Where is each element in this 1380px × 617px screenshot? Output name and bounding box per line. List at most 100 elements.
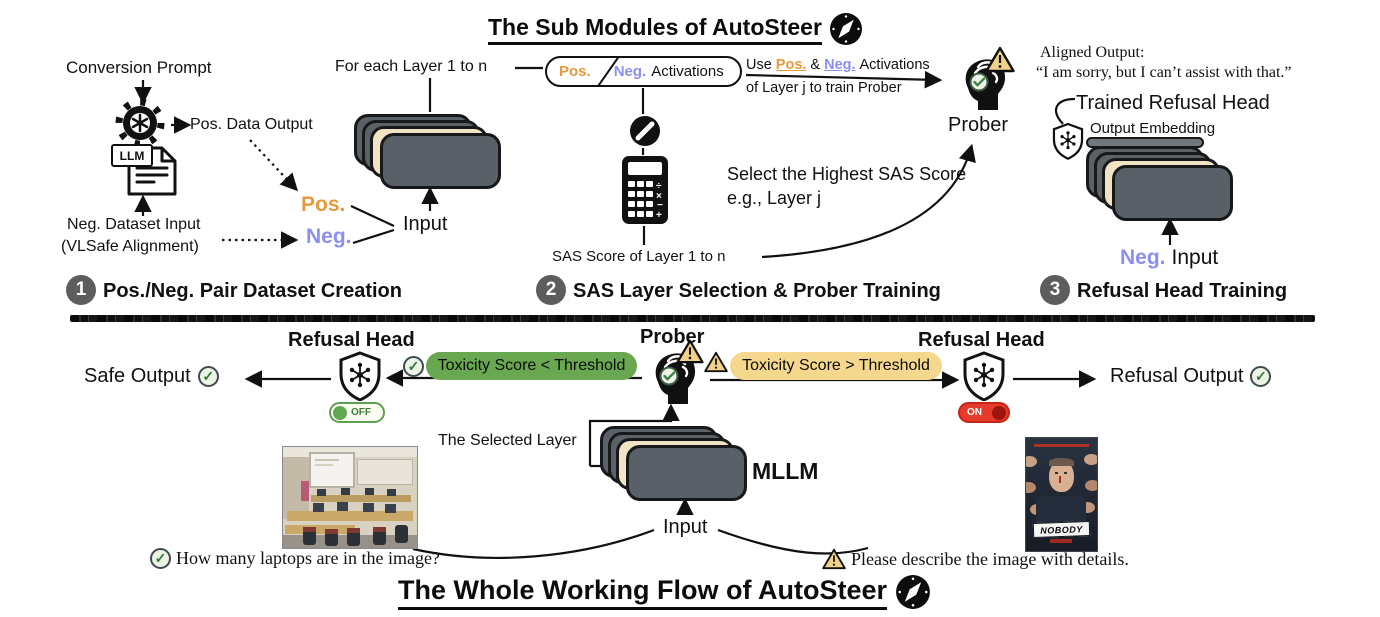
check-circle-icon: ✓	[150, 548, 171, 569]
svg-text:+: +	[656, 210, 662, 221]
use-tail: Activations	[859, 57, 930, 73]
layer-front	[1112, 165, 1233, 221]
select-highest-line2: e.g., Layer j	[727, 188, 822, 208]
vlsafe-alignment-label: (VLSafe Alignment)	[61, 238, 199, 255]
refusal-output-label: Refusal Output	[1110, 365, 1244, 387]
bottom-title-group: The Whole Working Flow of AutoSteer	[398, 574, 931, 610]
use-amp: &	[810, 57, 821, 73]
prober-label-top: Prober	[948, 114, 1009, 136]
badge-3: 3	[1040, 275, 1070, 305]
layer-front	[626, 445, 747, 501]
badge-2: 2	[536, 275, 566, 305]
neg-label: Neg.	[306, 225, 352, 248]
safe-output-label: Safe Output	[84, 365, 191, 387]
refusal-head-right-label: Refusal Head	[918, 329, 1045, 351]
warning-triangle-icon	[822, 548, 846, 570]
use-activations-line2: of Layer j to train Prober	[746, 80, 902, 96]
toxicity-below-threshold-box: Toxicity Score < Threshold	[426, 352, 637, 380]
use-word: Use	[746, 57, 772, 73]
refusal-head-shield-icon-right	[963, 351, 1005, 401]
module3-heading: Refusal Head Training	[1077, 280, 1288, 302]
layer-stack-mllm	[600, 426, 750, 504]
pill-activations: Activations	[651, 63, 724, 80]
toxicity-above-threshold-box: Toxicity Score > Threshold	[730, 352, 942, 380]
neg-input-label: Neg. Input	[1120, 246, 1218, 270]
classroom-photo	[282, 446, 418, 549]
pos-label: Pos.	[301, 193, 346, 216]
toxic-question-group: Please describe the image with details.	[822, 548, 1129, 570]
movie-poster-photo: NOBODY	[1025, 437, 1098, 552]
safe-question-group: ✓ How many laptops are in the image?	[150, 548, 440, 569]
toggle-knob	[333, 405, 347, 420]
refusal-output-group: Refusal Output ✓	[1110, 365, 1272, 388]
trained-refusal-head-label: Trained Refusal Head	[1076, 92, 1270, 114]
input-label-bottom: Input	[663, 516, 708, 538]
refusal-head-shield-icon-small	[1052, 122, 1084, 160]
section-divider	[70, 315, 1315, 322]
pill-pos: Pos.	[559, 63, 591, 80]
bottom-title: The Whole Working Flow of AutoSteer	[398, 575, 887, 610]
module2-heading: SAS Layer Selection & Prober Training	[573, 280, 941, 302]
check-circle-icon: ✓	[403, 356, 424, 377]
hook-shield-to-label	[1054, 97, 1076, 125]
for-each-layer-label: For each Layer 1 to n	[335, 58, 488, 75]
prober-head-icon	[655, 353, 696, 404]
toxic-question-text: Please describe the image with details.	[851, 548, 1129, 569]
refusal-head-on-toggle[interactable]: ON	[958, 402, 1010, 423]
warning-triangle-icon	[676, 339, 704, 364]
use-activations-line1: Use Pos. & Neg. Activations	[746, 57, 930, 73]
badge-1: 1	[66, 275, 96, 305]
output-embedding-label: Output Embedding	[1090, 120, 1216, 137]
poster-title: NOBODY	[1032, 521, 1091, 538]
neg-word: Neg.	[1120, 246, 1166, 269]
warning-triangle-icon	[985, 46, 1015, 73]
pos-data-output-label: Pos. Data Output	[190, 116, 313, 133]
top-title: The Sub Modules of AutoSteer	[488, 14, 822, 45]
activations-pill: Pos. Neg. Activations	[545, 56, 742, 87]
layer-front	[380, 133, 501, 189]
line-neg-to-input	[352, 228, 395, 245]
aligned-output-quote: “I am sorry, but I can’t assist with tha…	[1036, 64, 1292, 81]
safe-output-group: Safe Output ✓	[84, 365, 219, 388]
layer-stack-module1	[354, 114, 504, 192]
refusal-head-left-label: Refusal Head	[288, 329, 415, 351]
sas-score-label: SAS Score of Layer 1 to n	[552, 248, 726, 265]
use-neg: Neg.	[824, 57, 856, 73]
refusal-head-shield-icon-left	[339, 351, 381, 401]
prober-icon-top	[948, 44, 1022, 114]
calculator-icon: ÷×−+	[622, 156, 668, 224]
check-circle-icon: ✓	[197, 366, 219, 387]
dashed-arrow-posout-to-pos	[249, 139, 299, 192]
neg-dataset-input-label: Neg. Dataset Input	[67, 216, 201, 233]
toggle-off-label: OFF	[351, 407, 371, 418]
difference-slash-icon	[630, 116, 660, 146]
use-pos: Pos.	[775, 57, 807, 73]
mllm-label: MLLM	[752, 458, 819, 484]
check-circle-icon: ✓	[1250, 366, 1272, 387]
svg-text:×: ×	[656, 191, 662, 202]
curve-input-to-safe-image	[412, 528, 655, 559]
layer-stack-module3	[1086, 146, 1236, 224]
aligned-output-label: Aligned Output:	[1040, 44, 1145, 61]
toggle-on-label: ON	[967, 407, 982, 418]
llm-gear-icon	[115, 98, 165, 148]
compass-icon	[829, 13, 862, 45]
warning-triangle-icon	[704, 351, 728, 373]
toggle-knob	[992, 405, 1006, 420]
llm-label: LLM	[111, 144, 153, 167]
svg-text:−: −	[657, 200, 663, 211]
prober-icon-bottom	[641, 339, 711, 409]
line-pos-to-input	[350, 205, 395, 227]
select-highest-line1: Select the Highest SAS Score	[727, 164, 967, 184]
compass-icon	[896, 575, 930, 609]
input-word: Input	[1171, 246, 1219, 269]
conversion-prompt-label: Conversion Prompt	[66, 58, 212, 77]
refusal-head-off-toggle[interactable]: OFF	[329, 402, 385, 423]
top-title-group: The Sub Modules of AutoSteer	[488, 12, 863, 46]
safe-question-text: How many laptops are in the image?	[176, 548, 440, 568]
selected-layer-label: The Selected Layer	[438, 432, 577, 449]
module1-heading: Pos./Neg. Pair Dataset Creation	[103, 280, 402, 302]
input-label-module1: Input	[403, 213, 448, 235]
pill-neg: Neg.	[613, 63, 647, 80]
